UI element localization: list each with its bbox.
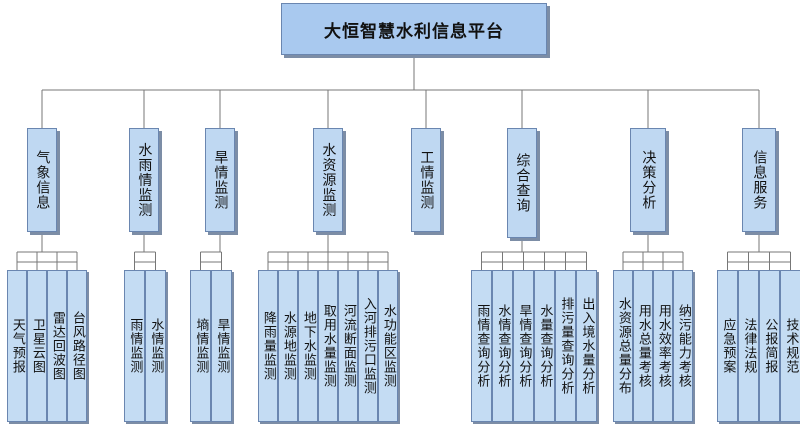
leaf-label: 旱情监测	[214, 318, 230, 374]
leaf-label: 地下水监测	[300, 311, 316, 381]
leaf-node: 水源地监测	[278, 270, 298, 422]
leaf-label: 雷达回波图	[49, 311, 65, 381]
leaf-label: 雨情监测	[127, 318, 143, 374]
leaf-label: 出入境水量分析	[579, 297, 595, 395]
category-node: 水雨情监测	[129, 128, 159, 232]
root-title: 大恒智慧水利信息平台	[324, 21, 504, 42]
leaf-node: 水量查询分析	[534, 270, 555, 422]
leaf-node: 台风路径图	[67, 270, 87, 422]
leaf-node: 纳污能力考核	[673, 270, 693, 422]
leaf-label: 降雨量监测	[260, 311, 276, 381]
leaf-label: 水情查询分析	[495, 304, 511, 388]
leaf-label: 公报简报	[762, 318, 778, 374]
leaf-label: 卫星云图	[29, 318, 45, 374]
leaf-node: 公报简报	[759, 270, 780, 422]
category-label: 信息服务	[751, 150, 768, 210]
leaf-node: 出入境水量分析	[576, 270, 597, 422]
category-label: 旱情监测	[212, 150, 229, 210]
leaf-label: 用水效率考核	[655, 304, 671, 388]
leaf-label: 旱情查询分析	[516, 304, 532, 388]
category-node: 水资源监测	[313, 128, 343, 232]
category-node: 决策分析	[630, 128, 666, 232]
category-label: 水雨情监测	[136, 142, 153, 218]
category-label: 综合查询	[514, 153, 531, 213]
leaf-label: 法律法规	[741, 318, 757, 374]
leaf-label: 排污量查询分析	[558, 297, 574, 395]
leaf-label: 台风路径图	[69, 311, 85, 381]
root-node: 大恒智慧水利信息平台	[281, 3, 547, 55]
leaf-node: 旱情查询分析	[513, 270, 534, 422]
leaf-node: 卫星云图	[27, 270, 47, 422]
leaf-node: 用水效率考核	[653, 270, 673, 422]
leaf-label: 纳污能力考核	[675, 304, 691, 388]
leaf-node: 雷达回波图	[47, 270, 67, 422]
leaf-node: 水资源总量分布	[613, 270, 633, 422]
category-node: 工情监测	[411, 128, 441, 232]
category-label: 决策分析	[640, 150, 657, 210]
category-label: 水资源监测	[320, 142, 337, 218]
leaf-label: 墒情监测	[193, 318, 209, 374]
leaf-node: 雨情查询分析	[471, 270, 492, 422]
leaf-node: 应急预案	[717, 270, 738, 422]
leaf-node: 取用水量监测	[318, 270, 338, 422]
leaf-node: 河流断面监测	[338, 270, 358, 422]
leaf-label: 水源地监测	[280, 311, 296, 381]
leaf-node: 水情查询分析	[492, 270, 513, 422]
category-label: 气象信息	[34, 150, 51, 210]
category-label: 工情监测	[418, 150, 435, 210]
category-node: 旱情监测	[205, 128, 235, 232]
leaf-node: 法律法规	[738, 270, 759, 422]
leaf-label: 用水总量考核	[635, 304, 651, 388]
leaf-node: 地下水监测	[298, 270, 318, 422]
leaf-label: 水资源总量分布	[615, 297, 631, 395]
category-node: 综合查询	[507, 128, 537, 238]
leaf-node: 排污量查询分析	[555, 270, 576, 422]
leaf-node: 旱情监测	[211, 270, 232, 422]
leaf-node: 墒情监测	[190, 270, 211, 422]
leaf-node: 雨情监测	[124, 270, 145, 422]
leaf-label: 技术规范	[783, 318, 799, 374]
leaf-label: 水情监测	[148, 318, 164, 374]
category-node: 信息服务	[742, 128, 776, 232]
category-node: 气象信息	[27, 128, 57, 232]
leaf-label: 应急预案	[720, 318, 736, 374]
leaf-label: 水功能区监测	[380, 304, 396, 388]
leaf-node: 水功能区监测	[378, 270, 398, 422]
leaf-node: 入河排污口监测	[358, 270, 378, 422]
leaf-node: 水情监测	[145, 270, 166, 422]
leaf-label: 取用水量监测	[320, 304, 336, 388]
leaf-label: 雨情查询分析	[474, 304, 490, 388]
leaf-node: 降雨量监测	[258, 270, 278, 422]
leaf-node: 天气预报	[7, 270, 27, 422]
leaf-label: 河流断面监测	[340, 304, 356, 388]
leaf-label: 入河排污口监测	[360, 297, 376, 395]
leaf-node: 用水总量考核	[633, 270, 653, 422]
leaf-node: 技术规范	[780, 270, 800, 422]
leaf-label: 水量查询分析	[537, 304, 553, 388]
leaf-label: 天气预报	[9, 318, 25, 374]
